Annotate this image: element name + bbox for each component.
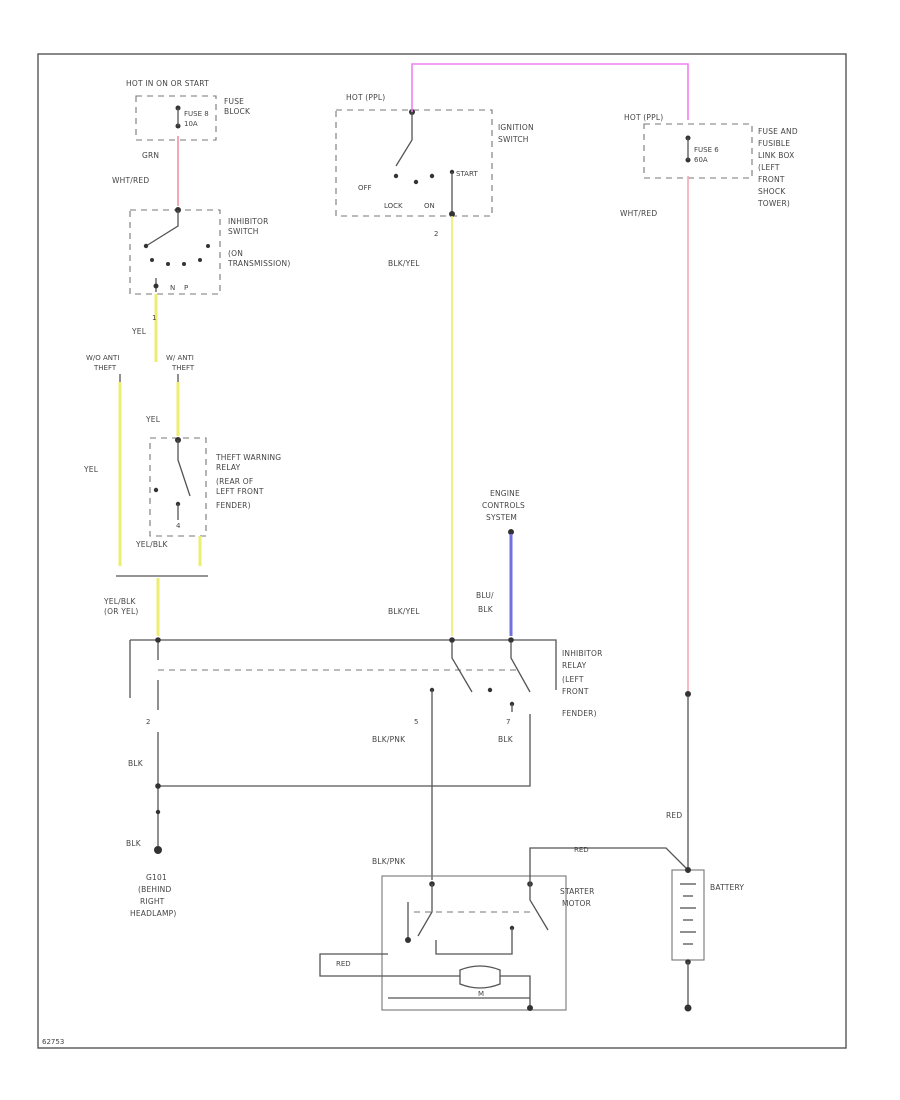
wire-label-grn: GRN	[142, 151, 159, 160]
wire-label-blu-blk-2: BLK	[478, 605, 494, 614]
inhibitor-switch-label-2: SWITCH	[228, 227, 259, 236]
fuse-block-box	[135, 95, 217, 141]
ign-pos-off: OFF	[358, 184, 372, 192]
fuse-block-label-2: BLOCK	[224, 107, 251, 116]
fuse-link-label-1: FUSE AND	[758, 127, 798, 136]
ignition-switch-label-1: IGNITION	[498, 123, 534, 132]
wire-label-blk-2: BLK	[498, 735, 514, 744]
ign-pos-lock: LOCK	[384, 202, 403, 210]
wire-label-blk-yel-1: BLK/YEL	[388, 259, 420, 268]
fuse-link-label-5: FRONT	[758, 175, 785, 184]
inhibitor-relay-label-2: RELAY	[562, 661, 587, 670]
ground-label-4: HEADLAMP)	[130, 909, 177, 918]
relay-pin-5: 5	[414, 718, 418, 726]
theft-relay-label-2: RELAY	[216, 463, 241, 472]
engine-controls-label-3: SYSTEM	[486, 513, 517, 522]
fuse-link-label-7: TOWER)	[757, 199, 790, 208]
ground-g101: BLK G101 (BEHIND RIGHT HEADLAMP)	[126, 839, 177, 918]
ignition-switch-header: HOT (PPL)	[346, 93, 385, 102]
ign-pos-start: START	[456, 170, 478, 178]
svg-text:N: N	[170, 284, 175, 292]
ground-label-2: (BEHIND	[138, 885, 171, 894]
fuse-block: HOT IN ON OR START FUSE 8 10A FUSE BLOCK	[126, 79, 251, 141]
fuse-6-label: FUSE 6	[694, 146, 719, 154]
inhibitor-relay-label-5: FENDER)	[562, 709, 597, 718]
fuse-link-label-2: FUSIBLE	[758, 139, 790, 148]
theft-relay-terminal: 4	[176, 522, 181, 530]
engine-controls-system: ENGINE CONTROLS SYSTEM	[482, 489, 525, 535]
wire-label-yel-1: YEL	[131, 327, 147, 336]
wire-label-blk-pnk-1: BLK/PNK	[372, 735, 406, 744]
starter-motor: M STARTER MOTOR RED	[319, 875, 595, 1011]
wire-label-w-anti-1: W/ ANTI	[166, 354, 194, 362]
wire-label-wht-red-2: WHT/RED	[620, 209, 657, 218]
inhibitor-relay: INHIBITOR RELAY (LEFT FRONT FENDER) 2 5 …	[129, 637, 603, 726]
inhibitor-switch: N P INHIBITOR SWITCH (ON TRANSMISSION)	[129, 207, 290, 295]
theft-warning-relay: 4 THEFT WARNING RELAY (REAR OF LEFT FRON…	[149, 437, 281, 537]
wire-label-wht-red-1: WHT/RED	[112, 176, 149, 185]
inhibitor-switch-label-4: TRANSMISSION)	[227, 259, 290, 268]
wire-label-pin-1: 1	[152, 314, 156, 322]
diagram-id-code: 62753	[42, 1038, 64, 1046]
wire-label-blk-yel-2: BLK/YEL	[388, 607, 420, 616]
ground-label-3: RIGHT	[140, 897, 165, 906]
fuse-link-header: HOT (PPL)	[624, 113, 663, 122]
wire-label-yel-blk-1: YEL/BLK	[135, 540, 169, 549]
battery: BATTERY	[671, 867, 744, 1012]
wire-label-blk-pnk-2: BLK/PNK	[372, 857, 406, 866]
theft-relay-label-4: LEFT FRONT	[216, 487, 264, 496]
battery-label: BATTERY	[710, 883, 744, 892]
wire-label-w-o-anti-1: W/O ANTI	[86, 354, 119, 362]
wire-label-yel-blk-2: YEL/BLK	[103, 597, 137, 606]
wire-label-yel-3: YEL	[145, 415, 161, 424]
fuse-link-box: HOT (PPL) FUSE 6 60A FUSE AND FUSIBLE LI…	[624, 113, 798, 208]
inhibitor-relay-label-3: (LEFT	[562, 675, 584, 684]
inhibitor-relay-label-4: FRONT	[562, 687, 589, 696]
theft-relay-label-3: (REAR OF	[216, 477, 253, 486]
relay-pin-7: 7	[506, 718, 510, 726]
wire-label-w-o-anti-2: THEFT	[93, 364, 117, 372]
inhibitor-switch-label-3: (ON	[228, 249, 243, 258]
fuse-6-amp: 60A	[694, 156, 708, 164]
inhibitor-switch-label-1: INHIBITOR	[228, 217, 269, 226]
theft-relay-label-1: THEFT WARNING	[215, 453, 281, 462]
wire-label-red-1: RED	[666, 811, 682, 820]
svg-text:P: P	[184, 284, 188, 292]
wire-ppl-hot	[411, 63, 689, 120]
engine-controls-label-2: CONTROLS	[482, 501, 525, 510]
fuse-link-label-4: (LEFT	[758, 163, 780, 172]
ignition-switch-label-2: SWITCH	[498, 135, 529, 144]
ignition-switch: HOT (PPL) OFF START LOCK ON IGNITION SWI…	[335, 93, 534, 217]
starter-label-2: MOTOR	[562, 899, 591, 908]
wire-label-yel-blk-3: (OR YEL)	[104, 607, 138, 616]
wire-label-yel-2: YEL	[83, 465, 99, 474]
engine-controls-label-1: ENGINE	[490, 489, 520, 498]
ground-label-1: G101	[146, 873, 167, 882]
fuse-8-amp: 10A	[184, 120, 198, 128]
starter-motor-symbol: M	[478, 990, 484, 998]
wire-label-red-3: RED	[336, 960, 351, 968]
theft-relay-label-5: FENDER)	[216, 501, 251, 510]
fuse-link-label-3: LINK BOX	[758, 151, 794, 160]
wire-label-blk-1: BLK	[128, 759, 144, 768]
ign-pos-on: ON	[424, 202, 435, 210]
wire-label-blk-3: BLK	[126, 839, 142, 848]
wire-label-blu-blk-1: BLU/	[476, 591, 494, 600]
fuse-block-label-1: FUSE	[224, 97, 244, 106]
starter-label-1: STARTER	[560, 887, 595, 896]
wire-label-w-anti-2: THEFT	[171, 364, 195, 372]
fuse-link-label-6: SHOCK	[758, 187, 786, 196]
fuse-8-label: FUSE 8	[184, 110, 209, 118]
wire-label-red-2: RED	[574, 846, 589, 854]
wire-label-pin-2: 2	[434, 230, 438, 238]
relay-pin-2: 2	[146, 718, 150, 726]
fuse-block-header: HOT IN ON OR START	[126, 79, 209, 88]
diagram-border	[37, 53, 847, 1049]
inhibitor-relay-label-1: INHIBITOR	[562, 649, 603, 658]
